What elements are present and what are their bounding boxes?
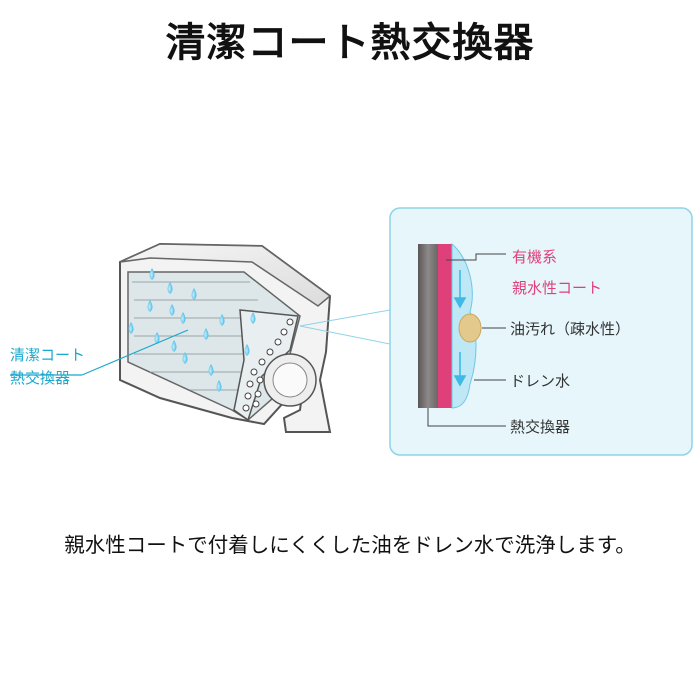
organic-label-line2: 親水性コート xyxy=(512,279,603,297)
left-label-line2: 熱交換器 xyxy=(10,369,71,387)
flow-arrows xyxy=(453,270,467,387)
page-title: 清潔コート熱交換器 xyxy=(165,19,535,66)
metal-plate xyxy=(418,244,438,408)
water-droplets xyxy=(128,268,256,392)
organic-label-line1: 有機系 xyxy=(512,248,558,266)
oil-droplet xyxy=(458,313,482,343)
heat-exchanger-label: 熱交換器 xyxy=(510,418,571,436)
left-label-line1: 清潔コート xyxy=(10,346,86,364)
left-label-leader xyxy=(81,329,189,376)
air-conditioner-illustration xyxy=(119,242,332,433)
hydrophilic-coat xyxy=(438,244,452,408)
drain-water-label: ドレン水 xyxy=(510,372,571,390)
zoom-ray-bottom xyxy=(299,325,391,345)
oil-dirt-label: 油汚れ（疎水性） xyxy=(510,320,631,338)
caption: 親水性コートで付着しにくくした油をドレン水で洗浄します。 xyxy=(64,533,636,557)
zoom-ray-top xyxy=(299,309,391,327)
